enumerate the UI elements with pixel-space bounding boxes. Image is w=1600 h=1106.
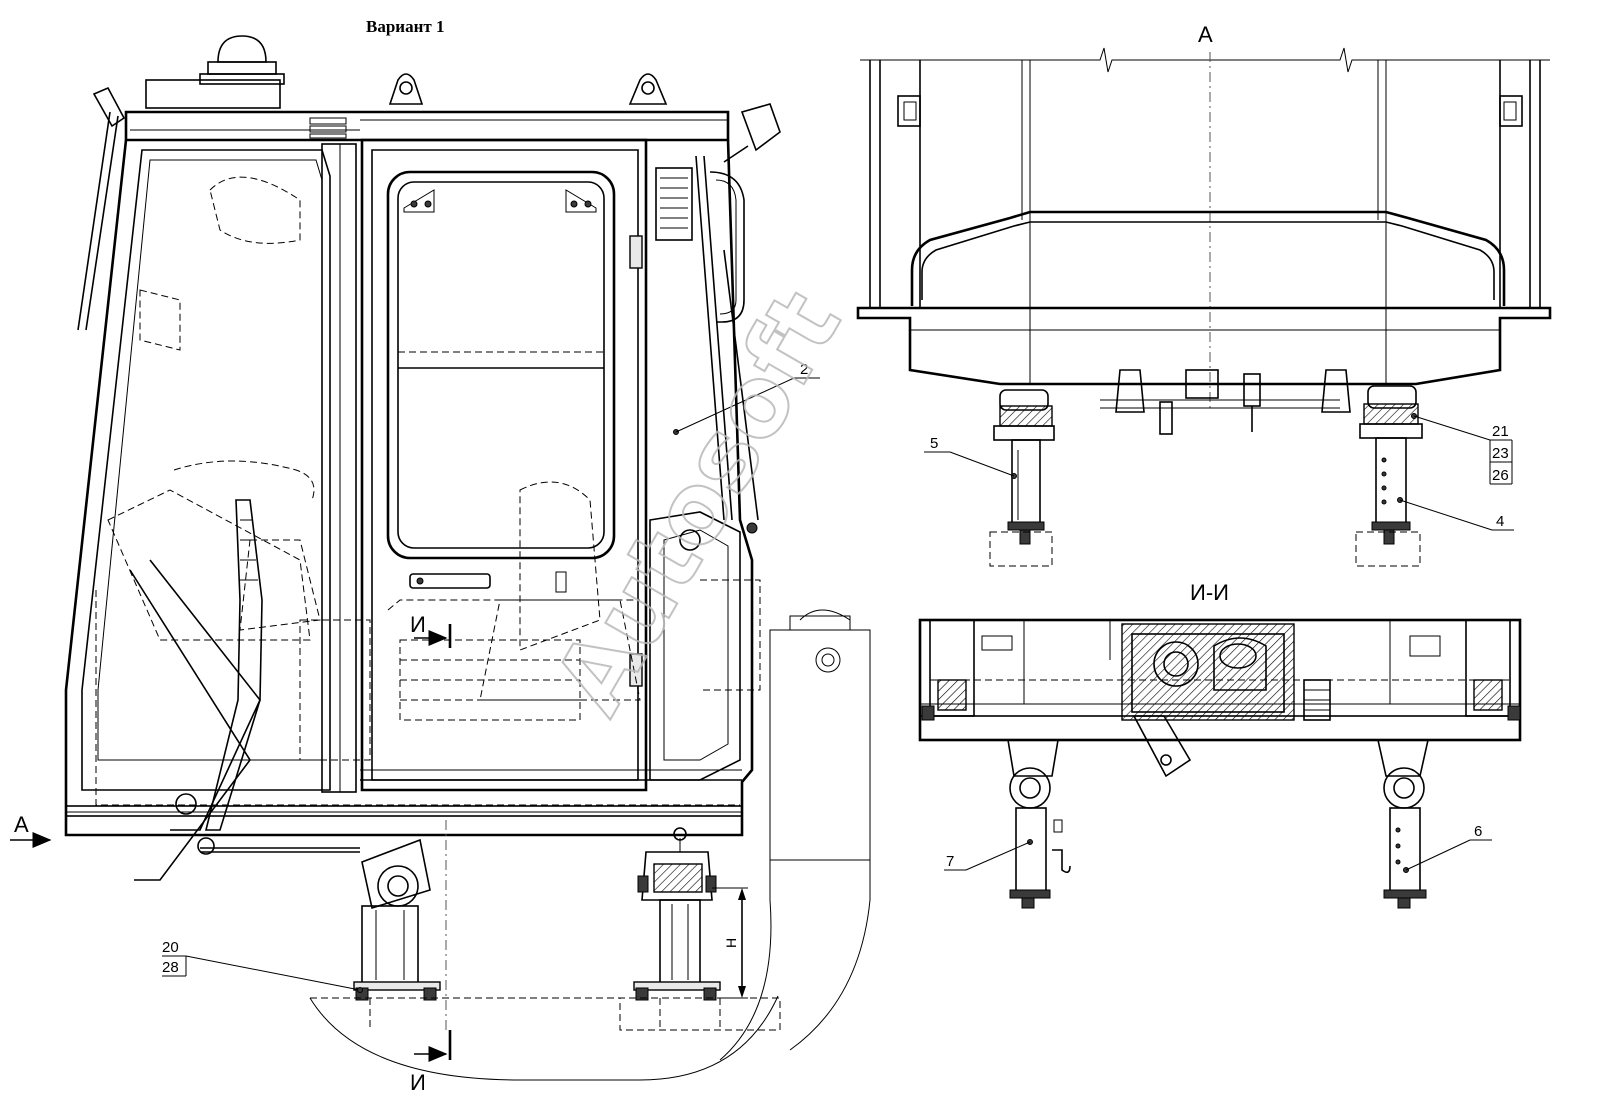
section-mark-upper: И [410, 612, 452, 648]
lifting-eye-right [628, 73, 668, 105]
view-a: А [856, 22, 1552, 567]
drawing-title: Вариант 1 [366, 17, 444, 36]
lifting-eye-left [388, 73, 424, 105]
front-mount-support [353, 838, 441, 1001]
section-mark-lower-label: И [410, 1070, 426, 1095]
section-ii: И-И [918, 580, 1522, 909]
beacon-light [199, 35, 285, 85]
callout-5-label: 5 [930, 435, 938, 452]
side-tank-outline [719, 609, 871, 1061]
section-mark-upper-label: И [410, 612, 426, 637]
rear-mount-support [633, 827, 721, 1001]
view-a-arrow-label: А [14, 812, 29, 837]
dimension-h: Н [712, 887, 748, 999]
door-window [386, 170, 616, 560]
watermark: Autosoft [533, 273, 863, 732]
door-handle [409, 573, 491, 589]
left-mirror-arm [77, 86, 126, 331]
callout-4-label: 4 [1496, 513, 1504, 530]
dimension-h-label: Н [723, 938, 739, 948]
rear-grab-handle [709, 171, 745, 323]
callout-28-label: 28 [162, 959, 179, 976]
view-a-title: А [1198, 22, 1213, 47]
callout-2-label: 2 [800, 361, 808, 378]
section-mark-lower: И [410, 1030, 452, 1095]
callout-20-28: 20 28 [162, 939, 363, 993]
callout-26-label: 26 [1492, 467, 1509, 484]
internal-hidden-parts [95, 176, 761, 806]
section-ii-title: И-И [1190, 580, 1229, 605]
callout-6-label: 6 [1474, 823, 1482, 840]
side-mirror [723, 103, 781, 163]
window-fixings [403, 189, 597, 213]
callout-21-label: 21 [1492, 423, 1509, 440]
callout-2: 2 [673, 361, 820, 435]
callout-20-label: 20 [162, 939, 179, 956]
roof-vent [309, 117, 347, 139]
rear-louver [655, 167, 693, 241]
cab-side-view [64, 35, 781, 881]
callout-7-label: 7 [946, 853, 954, 870]
view-a-arrow: А [10, 812, 52, 848]
steering-column [129, 499, 263, 881]
callout-23-label: 23 [1492, 445, 1509, 462]
